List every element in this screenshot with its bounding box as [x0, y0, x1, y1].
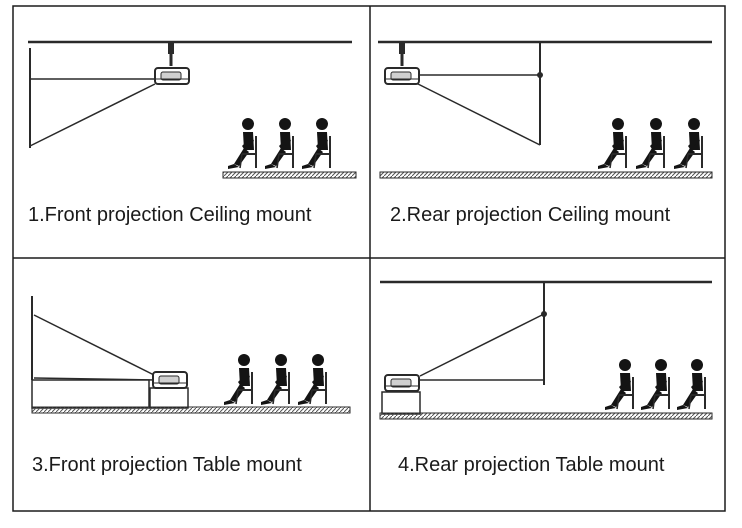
- projector-icon: [384, 374, 420, 392]
- floor: [379, 171, 713, 179]
- projector-icon: [154, 67, 190, 85]
- table: [381, 391, 421, 415]
- ceiling-bracket: [399, 42, 405, 54]
- wall-base: [31, 379, 150, 409]
- projection-line-bottom: [29, 83, 156, 147]
- projection-line-bottom: [415, 82, 541, 146]
- projector-icon: [152, 371, 188, 389]
- audience-person-icon: [604, 358, 635, 411]
- projector-icon: [384, 67, 420, 85]
- audience-person-icon: [301, 117, 332, 170]
- projection-line-top: [419, 313, 545, 377]
- audience-person-icon: [227, 117, 258, 170]
- audience-person-icon: [597, 117, 628, 170]
- ceiling-bracket: [168, 42, 174, 54]
- audience-person-icon: [640, 358, 671, 411]
- projection-line-top: [33, 314, 157, 377]
- panel-front-ceiling: [28, 40, 357, 179]
- panel-front-table: [31, 296, 351, 414]
- audience-person-icon: [260, 353, 291, 406]
- floor: [379, 412, 713, 420]
- caption-front-table: 3.Front projection Table mount: [32, 454, 302, 476]
- floor: [31, 406, 351, 414]
- table: [149, 387, 189, 409]
- audience-person-icon: [223, 353, 254, 406]
- caption-rear-ceiling: 2.Rear projection Ceiling mount: [390, 204, 671, 226]
- audience-person-icon: [297, 353, 328, 406]
- audience-person-icon: [264, 117, 295, 170]
- audience-person-icon: [676, 358, 707, 411]
- caption-front-ceiling: 1.Front projection Ceiling mount: [28, 204, 312, 226]
- panel-rear-table: [379, 280, 713, 420]
- floor: [222, 171, 357, 179]
- caption-rear-table: 4.Rear projection Table mount: [398, 454, 665, 476]
- panel-rear-ceiling: [378, 40, 713, 179]
- audience-person-icon: [673, 117, 704, 170]
- audience-person-icon: [635, 117, 666, 170]
